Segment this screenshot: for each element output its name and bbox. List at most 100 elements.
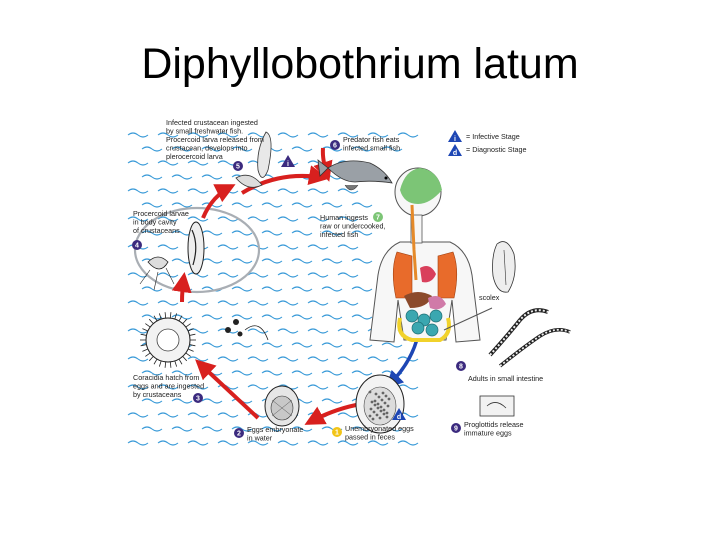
water-wave <box>201 146 223 152</box>
water-wave <box>337 132 359 138</box>
water-wave <box>321 370 343 376</box>
coracidia-swimming-drawing <box>225 319 269 341</box>
egg-granule <box>383 401 387 405</box>
stage-1-diagnostic-symbol: d <box>397 414 401 421</box>
water-wave <box>187 412 209 418</box>
coracidium-cilium <box>187 328 194 332</box>
stage-2-label: Eggs embryonate in water <box>247 425 305 443</box>
water-wave <box>127 412 149 418</box>
egg-granule <box>368 414 372 418</box>
water-wave <box>277 244 299 250</box>
water-wave <box>217 272 239 278</box>
water-wave <box>307 384 329 390</box>
legend-infective-label: = Infective Stage <box>466 132 520 141</box>
water-wave <box>321 230 343 236</box>
water-wave <box>321 258 343 264</box>
stage-7-label: Human ingests raw or undercooked, infect… <box>320 213 388 239</box>
egg-granule <box>381 391 385 395</box>
water-wave <box>397 132 419 138</box>
water-wave <box>247 440 269 446</box>
legend-diagnostic-stage: d = Diagnostic Stage <box>448 144 527 157</box>
unembryonated-egg-drawing <box>355 374 405 434</box>
stage-9-label: Proglottids release immature eggs <box>464 420 526 438</box>
water-wave <box>157 412 179 418</box>
water-wave <box>127 216 149 222</box>
water-wave <box>291 286 313 292</box>
water-wave <box>157 188 179 194</box>
stage-5-number: 5 <box>236 164 240 171</box>
coracidium-cilium <box>169 312 172 319</box>
water-wave <box>201 174 223 180</box>
water-wave <box>171 426 193 432</box>
water-wave <box>127 188 149 194</box>
coracidium-cilium <box>142 348 149 352</box>
stage-9: 9 Proglottids release immature eggs <box>451 420 526 438</box>
stage-5-badge <box>233 161 243 171</box>
water-wave <box>261 370 283 376</box>
stage-6-badge <box>330 140 340 150</box>
intestine-loop <box>411 321 425 335</box>
arrow-6-to-7 <box>313 147 333 182</box>
water-wave <box>141 286 163 292</box>
water-wave <box>337 384 359 390</box>
water-wave <box>231 230 253 236</box>
embryonated-egg-drawing <box>264 385 300 427</box>
stage-3-number: 3 <box>196 396 200 403</box>
egg-granule <box>377 395 381 399</box>
egg-granule <box>379 409 383 413</box>
coracidium-cilium <box>158 313 162 320</box>
pointer-line-adults <box>443 307 493 331</box>
water-wave <box>351 370 373 376</box>
water-wave <box>141 174 163 180</box>
egg-granule <box>385 411 389 415</box>
proglottid-drawing <box>479 395 515 417</box>
stage-9-number: 9 <box>454 426 458 433</box>
arrow-1-to-2 <box>304 403 357 425</box>
predator-fish-drawing <box>317 159 393 191</box>
water-wave <box>231 202 253 208</box>
coracidium-cilium <box>142 328 149 332</box>
legend-infective-symbol: i <box>454 136 456 143</box>
coracidium-cilium <box>169 361 172 368</box>
water-wave <box>141 314 163 320</box>
water-wave <box>351 146 373 152</box>
water-wave <box>231 314 253 320</box>
egg-granule <box>386 404 390 408</box>
water-wave <box>291 258 313 264</box>
water-wave <box>157 216 179 222</box>
stage-6-label: Predator fish eats infected small fish <box>343 135 401 153</box>
water-wave <box>201 314 223 320</box>
stage-5-infective-marker <box>281 155 295 167</box>
coracidium-cilium <box>145 323 151 328</box>
stage-1: 1 Unembryonated eggs passed in feces d <box>332 408 414 442</box>
water-wave <box>217 132 239 138</box>
water-wave <box>127 132 149 138</box>
water-wave <box>337 412 359 418</box>
water-wave <box>127 160 149 166</box>
small-fish-drawing <box>235 131 272 188</box>
water-wave <box>217 440 239 446</box>
coracidium-cilium <box>182 356 188 362</box>
water-wave <box>381 342 403 348</box>
water-wave <box>201 342 223 348</box>
water-wave <box>367 440 389 446</box>
water-wave <box>337 300 359 306</box>
coracidium-cilium <box>189 344 196 347</box>
water-wave <box>201 230 223 236</box>
water-wave <box>351 314 373 320</box>
egg-granule <box>373 403 377 407</box>
water-wave <box>201 258 223 264</box>
water-wave <box>397 384 419 390</box>
water-wave <box>307 188 329 194</box>
coracidium-cilium <box>178 358 183 365</box>
intestine-loop <box>429 309 443 323</box>
legend-infective-stage: i = Infective Stage <box>448 130 520 143</box>
water-wave <box>157 160 179 166</box>
arrow-2-to-3 <box>195 359 260 420</box>
water-wave <box>187 160 209 166</box>
stage-9-badge <box>451 423 461 433</box>
water-wave <box>171 314 193 320</box>
egg-granule <box>375 413 379 417</box>
coracidium-cilium <box>164 312 167 319</box>
coracidium-cilium <box>140 333 147 336</box>
